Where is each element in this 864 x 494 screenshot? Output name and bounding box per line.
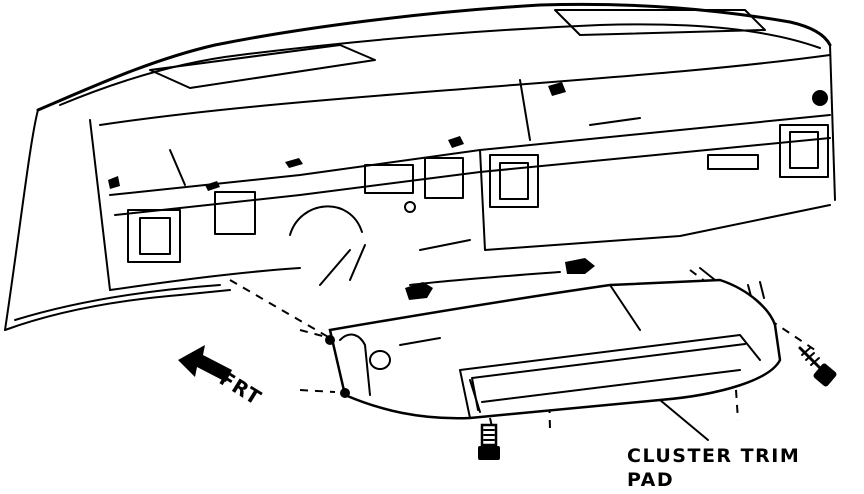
dashboard-lower-fascia [108,79,831,291]
dashboard-top-shell [4,2,836,331]
screw-right [798,346,837,387]
callout-label-line1: CLUSTER TRIM [627,445,801,467]
cluster-trim-pad [325,278,782,420]
front-direction-arrow [178,345,232,382]
callout-leader-line [659,399,709,441]
callout-label-line2: PAD [627,469,675,491]
screw-bottom [478,423,500,460]
